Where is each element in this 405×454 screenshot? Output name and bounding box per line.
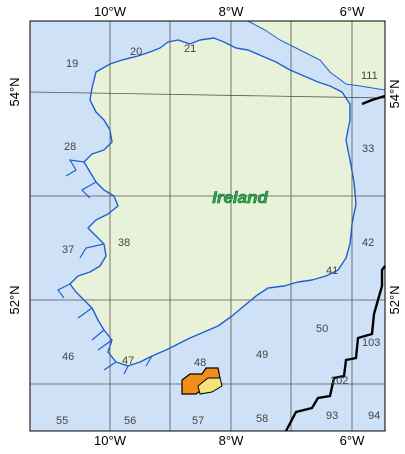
top-longitude-label: 8°W: [219, 4, 244, 19]
block-label: 55: [56, 415, 68, 427]
block-label: 94: [368, 410, 380, 422]
bottom-longitude-label: 8°W: [219, 433, 244, 448]
block-label: 33: [362, 143, 374, 155]
block-label: 57: [192, 415, 204, 427]
block-label: 42: [362, 237, 374, 249]
block-label: 93: [326, 410, 338, 422]
block-labels: 19 20 21 111 28 33 37 38 42 41 46 47 48 …: [56, 43, 380, 427]
block-label: 21: [184, 43, 196, 55]
left-latitude-label: 52°N: [7, 285, 22, 314]
licence-boundary: [284, 265, 386, 432]
bottom-longitude-label: 10°W: [94, 433, 127, 448]
block-label: 58: [256, 413, 268, 425]
left-latitude-label: 54°N: [7, 77, 22, 106]
block-label: 38: [118, 237, 130, 249]
block-label: 103: [362, 337, 380, 349]
block-label: 20: [130, 46, 142, 58]
block-label: 111: [361, 70, 378, 82]
top-longitude-label: 10°W: [94, 4, 127, 19]
block-label: 41: [326, 265, 338, 277]
block-label: 56: [124, 415, 136, 427]
right-latitude-label: 52°N: [387, 285, 402, 314]
block-label: 102: [330, 375, 348, 387]
block-label: 37: [62, 244, 74, 256]
ireland-landmass: [69, 37, 357, 367]
block-label: 48: [194, 357, 206, 369]
block-label: 46: [62, 351, 74, 363]
island-label: Ireland: [212, 188, 268, 207]
right-latitude-label: 54°N: [387, 79, 402, 108]
block-label: 19: [66, 58, 78, 70]
block-label: 47: [122, 355, 134, 367]
top-longitude-label: 6°W: [340, 4, 365, 19]
gas-field: [181, 367, 223, 395]
block-label: 50: [316, 323, 328, 335]
licence-boundary-north: [361, 94, 386, 106]
block-label: 28: [64, 141, 76, 153]
map-inner-border: [29, 20, 386, 432]
block-label: 49: [256, 349, 268, 361]
bottom-longitude-label: 6°W: [340, 433, 365, 448]
